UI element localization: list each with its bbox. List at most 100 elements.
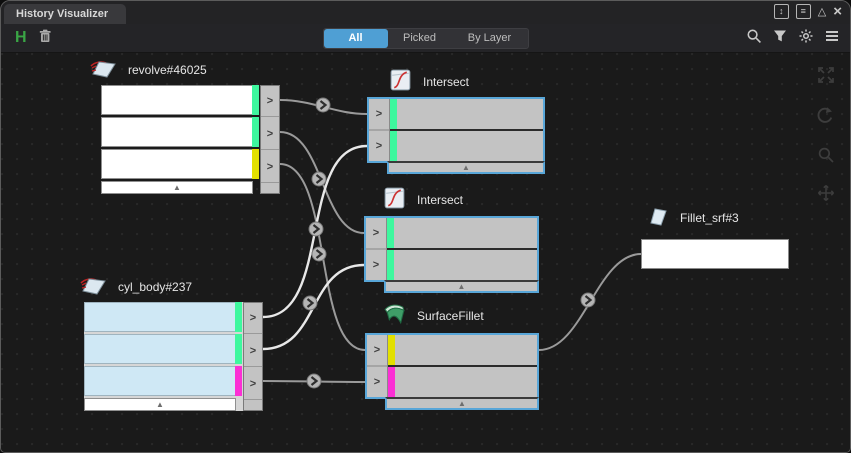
node-row[interactable] bbox=[101, 117, 259, 147]
panel-title: History Visualizer bbox=[16, 8, 109, 20]
surface-sheet-icon bbox=[79, 272, 109, 302]
node-row[interactable] bbox=[387, 218, 537, 248]
port-strip-green bbox=[235, 334, 242, 364]
node-body: > > bbox=[367, 97, 545, 163]
node-header-revolve: revolve#46025 bbox=[89, 55, 207, 85]
port-strip-green bbox=[252, 85, 259, 115]
out-port[interactable]: > bbox=[244, 369, 262, 400]
node-label: cyl_body#237 bbox=[118, 280, 193, 294]
collapse-bar[interactable]: ▲ bbox=[84, 398, 236, 411]
node-row[interactable] bbox=[101, 149, 259, 179]
node-intersect-1[interactable]: > > ▲ bbox=[367, 97, 545, 174]
graph-canvas[interactable]: revolve#46025 ▲ > > > bbox=[1, 53, 850, 452]
wire-badge[interactable] bbox=[311, 171, 327, 187]
history-button[interactable]: H bbox=[15, 29, 27, 46]
in-port-column: > > bbox=[367, 335, 388, 397]
node-row[interactable] bbox=[84, 302, 242, 332]
node-revolve[interactable]: ▲ > > > bbox=[101, 85, 280, 194]
trash-icon[interactable] bbox=[37, 28, 53, 49]
panel-tab[interactable]: History Visualizer bbox=[4, 4, 127, 24]
surfacefillet-icon bbox=[381, 301, 408, 331]
node-header-intersect-1: Intersect bbox=[387, 67, 469, 97]
node-row[interactable] bbox=[101, 85, 259, 115]
tab-by-layer[interactable]: By Layer bbox=[467, 32, 512, 44]
node-header-cyl-body: cyl_body#237 bbox=[79, 272, 192, 302]
in-port[interactable]: > bbox=[372, 227, 380, 239]
window-controls: ↕ ≡ △ × bbox=[773, 2, 842, 20]
menu-icon[interactable] bbox=[824, 28, 840, 49]
wire-badge[interactable] bbox=[311, 246, 327, 262]
wire-badge[interactable] bbox=[302, 295, 318, 311]
wire-badges bbox=[302, 97, 596, 389]
toolbar-right-icons bbox=[746, 28, 840, 49]
node-row[interactable] bbox=[84, 366, 242, 396]
node-rows bbox=[387, 218, 537, 280]
search-icon[interactable] bbox=[746, 28, 762, 49]
zoom-extents-icon[interactable] bbox=[816, 65, 836, 90]
wire-badge[interactable] bbox=[306, 373, 322, 389]
surface-sheet-icon bbox=[89, 55, 119, 85]
collapse-bar[interactable]: ▲ bbox=[101, 181, 253, 194]
tab-picked[interactable]: Picked bbox=[402, 32, 437, 44]
collapse-bar[interactable]: ▲ bbox=[387, 161, 545, 174]
zoom-icon[interactable] bbox=[817, 146, 835, 169]
toolbar: H All Picked By Layer bbox=[1, 24, 850, 53]
dock-icon[interactable]: ↕ bbox=[773, 4, 789, 19]
node-row[interactable] bbox=[390, 99, 543, 129]
node-body: > > bbox=[364, 216, 539, 282]
node-row[interactable] bbox=[84, 334, 242, 364]
in-port[interactable]: > bbox=[373, 344, 381, 356]
node-header-intersect-2: Intersect bbox=[381, 185, 463, 215]
in-port[interactable]: > bbox=[366, 248, 386, 280]
filter-funnel-icon[interactable] bbox=[772, 28, 788, 49]
node-rows: ▲ bbox=[84, 302, 243, 411]
intersect-icon bbox=[387, 67, 414, 97]
out-port[interactable]: > bbox=[261, 119, 279, 150]
wire-badge[interactable] bbox=[580, 292, 596, 308]
out-port[interactable]: > bbox=[261, 152, 279, 183]
node-fillet-srf[interactable] bbox=[641, 239, 789, 269]
port-strip-green bbox=[387, 250, 394, 280]
port-strip-green bbox=[252, 117, 259, 147]
intersect-icon bbox=[381, 185, 408, 215]
tab-all[interactable]: All bbox=[323, 29, 388, 48]
port-strip-green bbox=[387, 218, 394, 248]
node-row[interactable] bbox=[390, 129, 543, 161]
port-strip-green bbox=[390, 99, 397, 129]
collapse-bar[interactable]: ▲ bbox=[385, 397, 539, 410]
title-bar[interactable]: History Visualizer ↕ ≡ △ × bbox=[1, 1, 850, 24]
reset-view-icon[interactable] bbox=[815, 105, 836, 131]
wire-layer bbox=[262, 97, 642, 389]
node-row[interactable] bbox=[387, 248, 537, 280]
in-port[interactable]: > bbox=[369, 129, 389, 161]
collapse-bar[interactable]: ▲ bbox=[384, 280, 539, 293]
out-port[interactable]: > bbox=[261, 86, 279, 117]
pan-icon[interactable] bbox=[817, 184, 835, 207]
close-icon[interactable]: × bbox=[833, 2, 842, 20]
in-port-column: > > bbox=[369, 99, 390, 161]
node-rows: ▲ bbox=[101, 85, 260, 194]
panel-menu-icon[interactable]: ≡ bbox=[795, 4, 811, 19]
node-row[interactable] bbox=[388, 365, 537, 397]
port-strip-yellow bbox=[388, 335, 395, 365]
gear-icon[interactable] bbox=[798, 28, 814, 49]
canvas-view-tools bbox=[815, 65, 836, 207]
collapse-icon[interactable]: △ bbox=[817, 5, 827, 18]
out-port[interactable]: > bbox=[244, 336, 262, 367]
node-label: Fillet_srf#3 bbox=[680, 210, 739, 225]
in-port[interactable]: > bbox=[367, 365, 387, 397]
wire-badge[interactable] bbox=[308, 221, 324, 237]
node-rows bbox=[390, 99, 543, 161]
node-intersect-2[interactable]: > > ▲ bbox=[364, 216, 539, 293]
node-row[interactable] bbox=[388, 335, 537, 365]
node-rows bbox=[388, 335, 537, 397]
node-cyl-body[interactable]: ▲ > > > bbox=[84, 302, 263, 411]
surface-patch-icon bbox=[645, 203, 671, 232]
in-port[interactable]: > bbox=[375, 108, 383, 120]
out-port[interactable]: > bbox=[244, 303, 262, 334]
node-surfacefillet[interactable]: > > ▲ bbox=[365, 333, 539, 410]
out-port-column: > > > bbox=[243, 302, 263, 411]
wire-badge[interactable] bbox=[315, 97, 331, 113]
node-label: SurfaceFillet bbox=[417, 309, 484, 323]
